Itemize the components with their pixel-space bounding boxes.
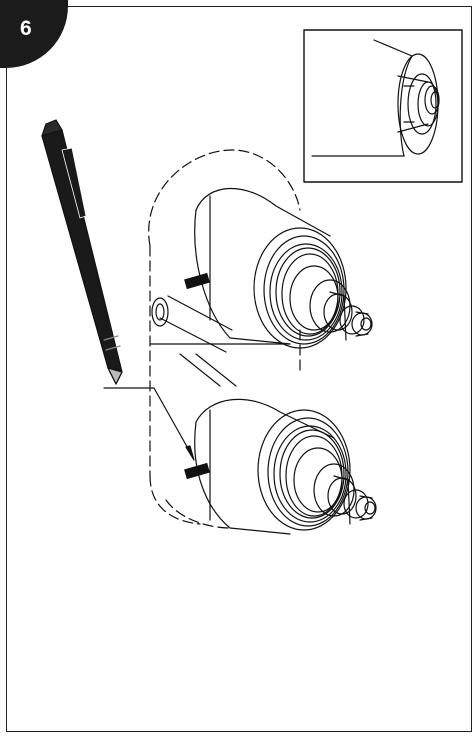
step-number: 6 xyxy=(20,17,32,40)
upper-cartridge xyxy=(184,187,373,349)
marking-leader xyxy=(103,387,195,461)
lower-cartridge xyxy=(184,398,377,535)
detail-inset xyxy=(303,29,463,183)
pencil-icon xyxy=(41,119,123,385)
connecting-pipes xyxy=(149,295,291,387)
wall-recess-outline xyxy=(148,149,301,529)
